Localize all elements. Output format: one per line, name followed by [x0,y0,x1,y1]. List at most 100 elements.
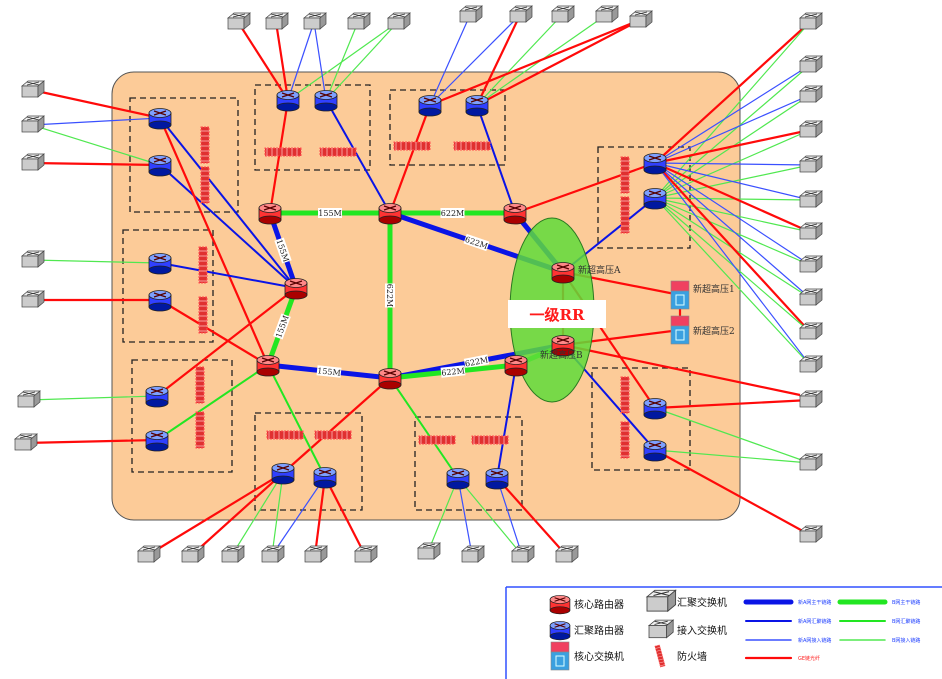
firewall-icon [393,141,431,151]
access-link [325,21,399,101]
link-label: 622M [440,365,466,378]
legend-line-label: GE链光纤 [798,655,820,662]
firewall-icon [620,156,630,194]
link-bandwidth-label: 155M [317,366,341,377]
link-b-agg [156,364,269,441]
node-label: 新超高压B [540,349,583,361]
access-link [287,21,315,101]
access-link [476,14,521,106]
aggregation-router-icon [271,463,295,485]
access-switch-icon [629,10,653,28]
access-link [654,197,811,266]
link-bandwidth-label: 622M [441,366,465,377]
firewall-icon [198,296,208,334]
access-switch-icon [551,5,575,23]
legend-firewall-icon [654,644,666,668]
legend-device-label: 防火墙 [677,650,707,663]
link-label: 155M [318,208,342,218]
firewall-icon [418,435,456,445]
link-bandwidth-label: 622M [385,284,394,307]
firewall-icon [319,147,357,157]
access-link [27,395,158,401]
legend-core-router-icon [549,595,571,615]
access-link [31,117,161,126]
core-router-icon [378,368,402,390]
access-switch-icon [417,542,441,560]
firewall-icon [264,147,302,157]
rr-label: 一级RR [530,306,585,324]
access-link [476,14,563,106]
access-switch-icon [227,12,251,30]
access-switch-icon [387,12,411,30]
aggregation-router-icon [643,398,667,420]
access-link [654,94,811,164]
firewall-icon [471,435,509,445]
access-switch-icon [799,85,823,103]
access-switch-icon [261,545,285,563]
access-link [654,21,811,164]
core-router-icon [256,355,280,377]
core-switch-icon [670,280,690,310]
access-switch-icon [799,120,823,138]
firewall-icon [453,141,491,151]
aggregation-router-icon [446,468,470,490]
access-link [427,477,459,553]
firewall-icon [266,430,304,440]
access-link [654,162,811,366]
access-link [429,14,521,106]
firewall-icon [620,421,630,459]
access-link [496,477,523,556]
rr-label-box [508,300,606,328]
access-switch-icon [21,290,45,308]
access-switch-icon [21,153,45,171]
firewall-icon [195,366,205,404]
access-switch-icon [181,545,205,563]
access-link [654,64,811,164]
access-link [654,128,811,165]
access-switch-icon [347,12,371,30]
aggregation-group-box [122,229,214,343]
access-link [191,472,284,556]
firewall-icon [200,166,210,204]
aggregation-group-box [389,89,506,166]
firewall-icon [620,376,630,414]
access-switch-icon [354,545,378,563]
link-label: 622M [440,208,465,218]
legend-line-label: B网接入链路 [892,637,920,644]
core-router-icon [284,278,308,300]
aggregation-group-box [254,412,363,511]
node-label: 新超高压2 [693,325,735,337]
access-switch-icon [799,190,823,208]
aggregation-group-box [129,97,239,213]
access-switch-icon [799,55,823,73]
aggregation-router-icon [276,90,300,112]
access-link [457,477,473,556]
aggregation-router-icon [418,95,442,117]
access-switch-icon [137,545,161,563]
legend-line-label: B网汇聚链路 [892,618,920,625]
legend-line-label: B网主干链路 [892,599,920,606]
link-ge [514,161,656,215]
access-switch-icon [21,80,45,98]
legend-line-label: 新A网接入链路 [798,637,831,644]
aggregation-group-box [597,146,691,249]
core-router-icon [503,203,527,225]
core-router-icon [504,355,528,377]
aggregation-group-box [414,416,523,511]
link-a-agg [159,117,297,289]
legend-line-label: 新A网汇聚链路 [798,618,831,625]
access-link [654,407,811,464]
link-label: 622M [385,283,395,308]
access-link [654,197,811,366]
link-a-agg [159,262,297,289]
link-bandwidth-label: 622M [441,209,464,218]
aggregation-router-icon [643,188,667,210]
access-link [496,477,567,556]
aggregation-router-icon [465,95,489,117]
access-switch-icon [799,288,823,306]
node-label: 新超高压A [578,264,621,276]
access-link [429,18,641,107]
firewall-icon [200,126,210,164]
access-switch-icon [799,155,823,173]
